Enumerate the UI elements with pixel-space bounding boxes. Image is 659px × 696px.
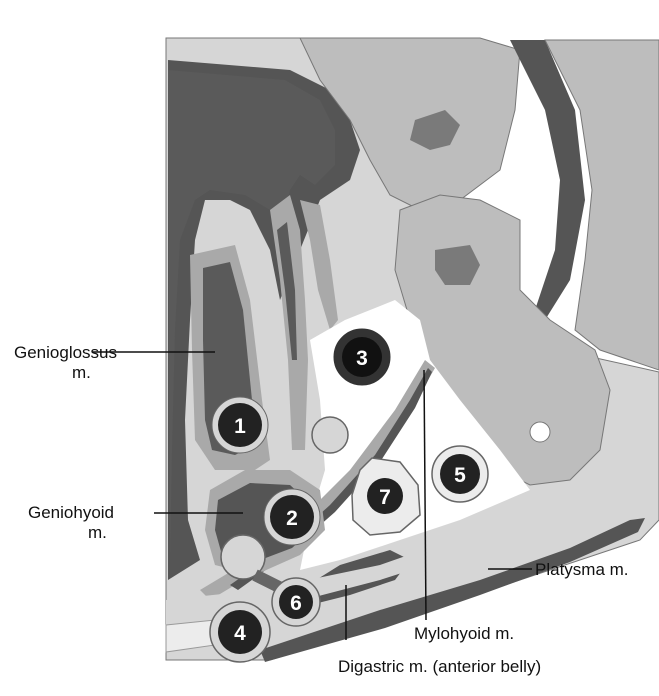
geniohyoid-label: Geniohyoid m. bbox=[28, 503, 114, 543]
marker-3: 3 bbox=[334, 329, 390, 385]
mylohyoid-label: Mylohyoid m. bbox=[414, 624, 514, 644]
marker-2-label: 2 bbox=[286, 507, 298, 530]
marker-7: 7 bbox=[367, 478, 403, 514]
geniohyoid-label-line2: m. bbox=[28, 523, 114, 543]
digastric-label: Digastric m. (anterior belly) bbox=[338, 657, 541, 677]
mandible-foramen bbox=[530, 422, 550, 442]
marker-6-label: 6 bbox=[290, 592, 302, 615]
marker-5: 5 bbox=[432, 446, 488, 502]
marker-4: 4 bbox=[210, 602, 270, 662]
marker-7-label: 7 bbox=[379, 486, 391, 509]
marker-6: 6 bbox=[272, 578, 320, 626]
geniohyoid-label-line1: Geniohyoid bbox=[28, 503, 114, 522]
platysma-label: Platysma m. bbox=[535, 560, 629, 580]
marker-3-label: 3 bbox=[356, 347, 368, 370]
marker-1: 1 bbox=[212, 397, 268, 453]
genioglossus-label: Genioglossus m. bbox=[14, 343, 117, 383]
marker-5-label: 5 bbox=[454, 464, 466, 487]
marker-4-label: 4 bbox=[234, 622, 246, 645]
genioglossus-label-line2: m. bbox=[14, 363, 117, 383]
small-vessel-upper bbox=[312, 417, 348, 453]
marker-1-label: 1 bbox=[234, 415, 246, 438]
genioglossus-label-line1: Genioglossus bbox=[14, 343, 117, 362]
marker-2: 2 bbox=[264, 489, 320, 545]
